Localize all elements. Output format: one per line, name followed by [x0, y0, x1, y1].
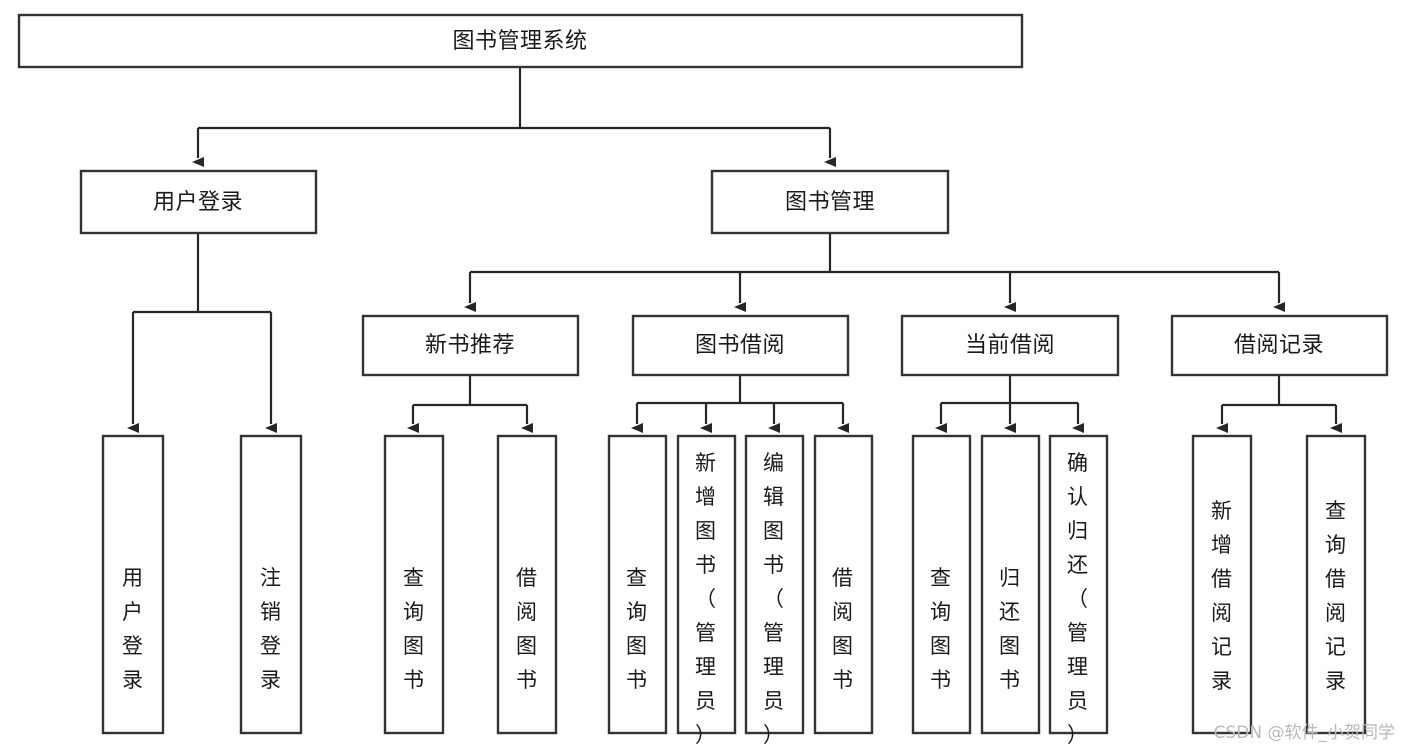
- node-leaf-add-book[interactable]: 新增图书（管理员）: [676, 434, 737, 747]
- node-leaf-query-book-1[interactable]: 查询图书: [383, 434, 445, 735]
- node-new-book-recommend-label: 新书推荐: [425, 333, 515, 358]
- node-leaf-user-login[interactable]: 用户登录: [101, 434, 165, 735]
- node-current-borrow-label: 当前借阅: [965, 333, 1055, 358]
- node-root-label: 图书管理系统: [452, 29, 587, 54]
- node-leaf-return-book-label: 归还图书: [999, 566, 1021, 692]
- node-book-management-label: 图书管理: [785, 190, 875, 215]
- node-leaf-edit-book-label: 编辑图书（管理员）: [763, 451, 785, 747]
- node-leaf-query-book-1-label: 查询图书: [403, 566, 425, 692]
- node-leaf-confirm-return[interactable]: 确认归还（管理员）: [1048, 434, 1109, 747]
- node-leaf-confirm-return-label: 确认归还（管理员）: [1067, 451, 1089, 747]
- node-book-borrow-box: [631, 314, 850, 377]
- node-leaf-add-record[interactable]: 新增借阅记录: [1191, 434, 1253, 735]
- node-leaf-query-book-2-box: [607, 434, 668, 735]
- node-leaf-query-book-3[interactable]: 查询图书: [911, 434, 972, 735]
- node-leaf-user-login-box: [101, 434, 165, 735]
- node-leaf-add-record-box: [1191, 434, 1253, 735]
- node-root[interactable]: 图书管理系统: [17, 13, 1024, 69]
- node-leaf-add-book-label: 新增图书（管理员）: [695, 451, 717, 747]
- connectors-layer: [127, 67, 1342, 433]
- node-new-book-recommend[interactable]: 新书推荐: [361, 314, 580, 377]
- node-leaf-return-book-box: [980, 434, 1041, 735]
- node-borrow-record-label: 借阅记录: [1234, 333, 1324, 358]
- node-leaf-query-book-2[interactable]: 查询图书: [607, 434, 668, 735]
- node-book-borrow[interactable]: 图书借阅: [631, 314, 850, 377]
- node-user-login[interactable]: 用户登录: [79, 169, 318, 235]
- node-new-book-recommend-box: [361, 314, 580, 377]
- node-user-login-box: [79, 169, 318, 235]
- node-leaf-logout-login[interactable]: 注销登录: [239, 434, 303, 735]
- node-leaf-logout-login-label: 注销登录: [260, 566, 282, 692]
- node-borrow-record-box: [1170, 314, 1389, 377]
- node-leaf-query-book-3-label: 查询图书: [930, 566, 952, 692]
- node-leaf-add-record-label: 新增借阅记录: [1211, 499, 1233, 693]
- node-leaf-query-book-1-box: [383, 434, 445, 735]
- node-leaf-query-book-3-box: [911, 434, 972, 735]
- node-leaf-borrow-book-2-label: 借阅图书: [832, 566, 854, 692]
- node-current-borrow-box: [900, 314, 1120, 377]
- node-leaf-confirm-return-box: [1048, 434, 1109, 735]
- node-borrow-record[interactable]: 借阅记录: [1170, 314, 1389, 377]
- node-user-login-label: 用户登录: [153, 190, 243, 215]
- node-leaf-query-record[interactable]: 查询借阅记录: [1305, 434, 1367, 735]
- node-book-management-box: [710, 169, 950, 235]
- node-book-borrow-label: 图书借阅: [695, 333, 785, 358]
- node-leaf-borrow-book-2-box: [813, 434, 874, 735]
- node-current-borrow[interactable]: 当前借阅: [900, 314, 1120, 377]
- node-leaf-borrow-book-1-box: [496, 434, 558, 735]
- node-leaf-query-record-box: [1305, 434, 1367, 735]
- node-leaf-borrow-book-1-label: 借阅图书: [516, 566, 538, 692]
- node-leaf-user-login-label: 用户登录: [122, 566, 144, 692]
- node-leaf-logout-login-box: [239, 434, 303, 735]
- node-leaf-query-book-2-label: 查询图书: [626, 566, 648, 692]
- node-book-management[interactable]: 图书管理: [710, 169, 950, 235]
- node-leaf-return-book[interactable]: 归还图书: [980, 434, 1041, 735]
- node-leaf-add-book-box: [676, 434, 737, 735]
- node-leaf-query-record-label: 查询借阅记录: [1325, 499, 1347, 693]
- node-root-box: [17, 13, 1024, 69]
- node-leaf-borrow-book-1[interactable]: 借阅图书: [496, 434, 558, 735]
- node-leaf-borrow-book-2[interactable]: 借阅图书: [813, 434, 874, 735]
- node-leaf-edit-book[interactable]: 编辑图书（管理员）: [744, 434, 805, 747]
- node-leaf-edit-book-box: [744, 434, 805, 735]
